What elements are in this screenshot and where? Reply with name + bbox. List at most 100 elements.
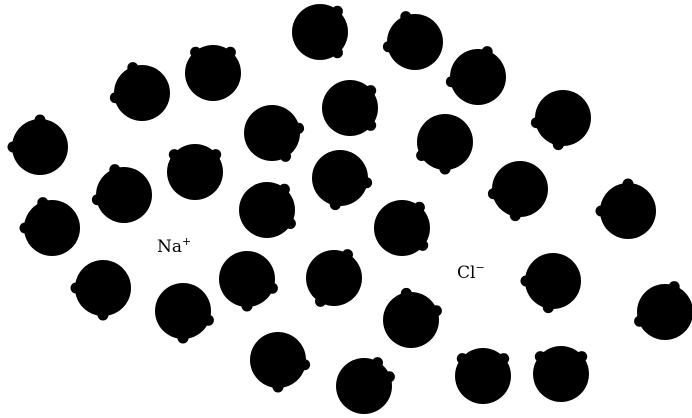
hydrogen-atom [280, 150, 291, 162]
hydrogen-atom [361, 177, 373, 189]
oxygen-atom [24, 200, 80, 256]
oxygen-atom [167, 144, 223, 200]
oxygen-atom [12, 119, 68, 175]
hydrogen-atom [430, 305, 442, 317]
water-molecule [336, 357, 395, 414]
hydrogen-atom [439, 163, 451, 175]
hydrogen-atom [382, 41, 394, 53]
water-molecule [455, 348, 511, 404]
hydrogen-atom [542, 302, 554, 314]
hydrogen-atom [413, 201, 425, 213]
water-molecule [19, 197, 80, 256]
hydrogen-atom [498, 353, 510, 365]
oxygen-atom [336, 358, 392, 414]
hydrogen-atom [622, 178, 634, 190]
hydrogen-atom [329, 199, 341, 211]
hydrogen-atom [400, 287, 412, 299]
oxygen-atom [75, 260, 131, 316]
hydrogen-atom [315, 295, 326, 307]
hydrogen-atom [417, 239, 429, 251]
hydrogen-atom [210, 149, 222, 161]
water-molecule [306, 249, 362, 307]
oxygen-atom [250, 332, 306, 388]
chloride-ion-label: Cl− [457, 261, 485, 283]
hydrogen-atom [278, 183, 290, 195]
oxygen-atom [455, 348, 511, 404]
oxygen-atom [600, 183, 656, 239]
hydrogen-atom [520, 275, 532, 287]
water-molecule [292, 4, 348, 60]
oxygen-atom [383, 292, 439, 348]
hydrogen-atom [509, 210, 521, 222]
hydrogen-atom [530, 117, 542, 129]
hydrogen-atom [109, 92, 121, 104]
hydrogen-atom [534, 351, 546, 363]
water-molecule [530, 90, 591, 151]
hydrogen-atom [91, 194, 103, 206]
hydrogen-atom [272, 381, 284, 393]
oxygen-atom [96, 167, 152, 223]
water-molecule [487, 161, 548, 222]
water-molecule [445, 46, 506, 105]
oxygen-atom [417, 114, 473, 170]
hydrogen-atom [284, 218, 296, 229]
oxygen-atom [374, 200, 430, 256]
hydrogen-atom [481, 46, 493, 58]
hydrogen-atom [668, 281, 680, 293]
oxygen-atom [219, 251, 275, 307]
water-molecule [7, 114, 68, 175]
hydrogen-atom [127, 62, 139, 74]
water-molecule [250, 332, 311, 393]
hydrogen-atom [372, 357, 383, 369]
hydrogen-atom [177, 332, 189, 344]
hydrogen-atom [400, 11, 412, 23]
hydrogen-atom [383, 371, 395, 383]
hydrogen-atom [595, 205, 607, 217]
hydrogen-atom [19, 222, 31, 234]
oxygen-atom [306, 250, 362, 306]
chloride-charge: − [475, 261, 484, 274]
water-molecule [520, 253, 581, 314]
water-molecule [374, 200, 430, 256]
hydrogen-atom [37, 197, 49, 209]
oxygen-atom [239, 182, 295, 238]
hydrogen-atom [168, 149, 180, 161]
hydrogen-atom [576, 351, 588, 363]
hydrogen-atom [552, 139, 564, 151]
water-molecule [70, 260, 131, 321]
oxygen-atom [387, 14, 443, 70]
chloride-symbol: Cl [457, 263, 475, 283]
oxygen-atom [114, 65, 170, 121]
sodium-ion-label: Na+ [157, 235, 191, 257]
hydrogen-atom [331, 5, 343, 17]
hydrogen-atom [97, 309, 109, 321]
water-molecule [416, 114, 473, 175]
water-molecule [155, 283, 214, 344]
oxygen-atom [155, 283, 211, 339]
hydrogen-atom [634, 315, 646, 327]
hydrogen-atom [299, 359, 311, 371]
water-molecule [219, 251, 278, 312]
hydrogen-atom [365, 119, 377, 131]
water-molecule [239, 182, 296, 238]
hydrogen-atom [224, 46, 236, 58]
hydrogen-atom [456, 353, 468, 365]
oxygen-atom [312, 150, 368, 206]
hydrogen-atom [331, 47, 343, 59]
water-molecule [244, 105, 305, 162]
water-molecule [595, 178, 656, 239]
hydrogen-atom [293, 122, 305, 134]
hydrogen-atom [34, 114, 46, 126]
hydrogen-atom [7, 141, 19, 153]
hydrogen-atom [190, 46, 202, 58]
oxygen-atom [450, 49, 506, 105]
water-molecule [109, 62, 170, 121]
hydrogen-atom [342, 249, 353, 261]
water-molecule [167, 144, 223, 200]
oxygen-atom [637, 284, 692, 340]
oxygen-atom [292, 4, 348, 60]
hydrogen-atom [109, 164, 121, 176]
water-molecules [7, 4, 692, 414]
oxygen-atom [533, 346, 589, 402]
